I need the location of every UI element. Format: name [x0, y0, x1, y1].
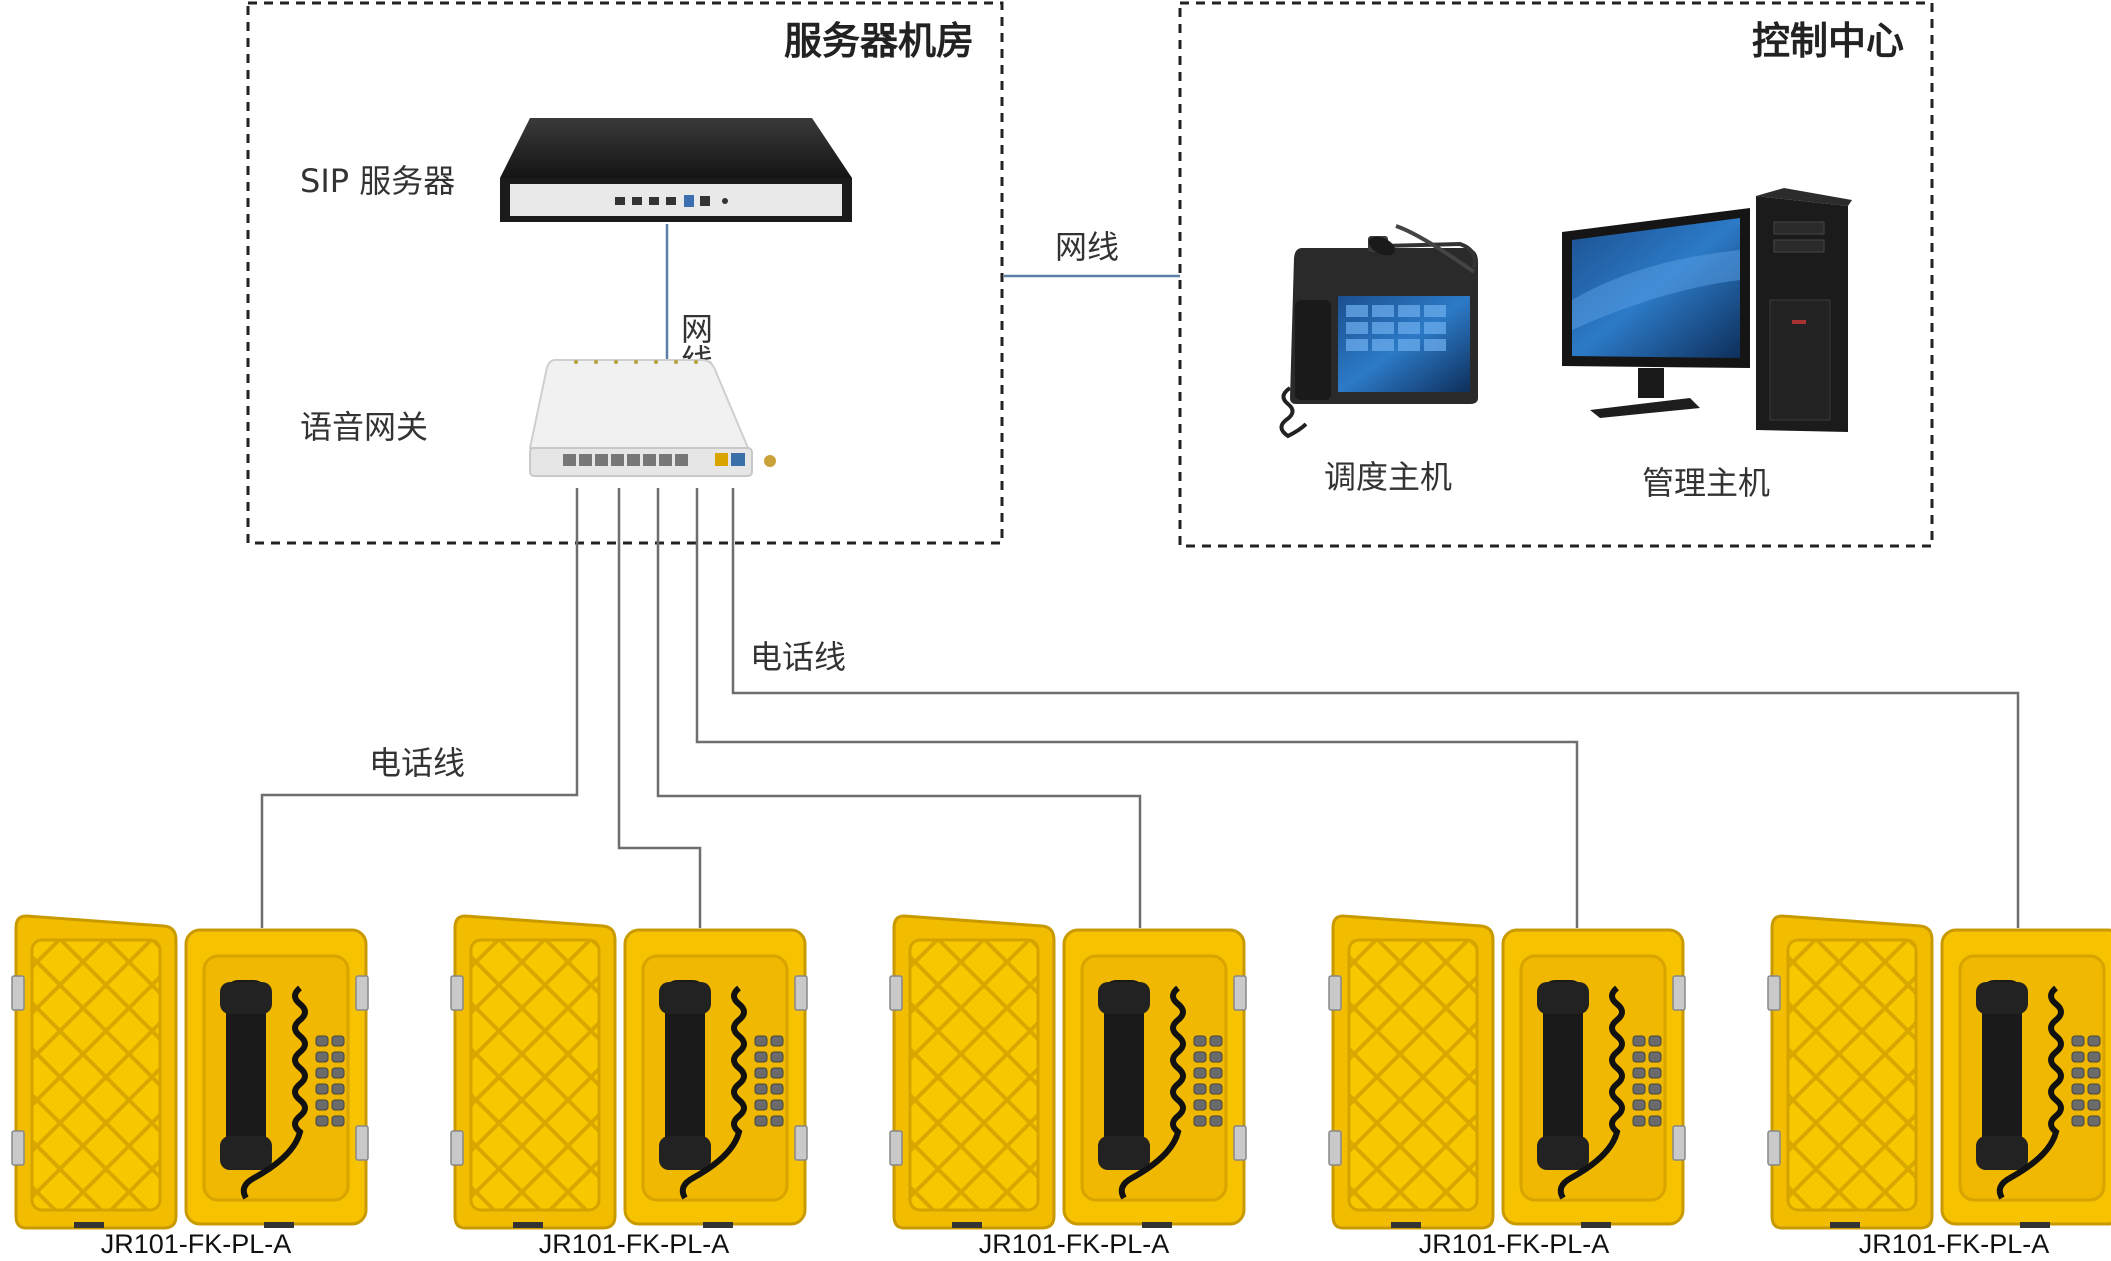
phone-line-label-right: 电话线 — [750, 638, 846, 676]
phone-line-5 — [731, 488, 2020, 928]
industrial-phone-icon — [12, 916, 368, 1228]
phone-lines — [260, 488, 2020, 928]
phone-model-label: JR101-FK-PL-A — [101, 1229, 292, 1259]
industrial-phone-icon — [1329, 916, 1685, 1228]
phone-model-label: JR101-FK-PL-A — [1419, 1229, 1610, 1259]
industrial-phone-icon — [451, 916, 807, 1228]
voice-gateway-label: 语音网关 — [300, 408, 428, 446]
phone-unit-4: JR101-FK-PL-A — [1329, 916, 1685, 1259]
phone-line-label-left: 电话线 — [369, 744, 465, 782]
dispatch-host-label: 调度主机 — [1324, 458, 1452, 496]
sip-server-label: SIP 服务器 — [300, 162, 455, 200]
phone-line-2 — [617, 488, 702, 928]
server-room-title: 服务器机房 — [784, 19, 974, 63]
rack-server-icon — [500, 118, 852, 222]
phone-unit-1: JR101-FK-PL-A — [12, 916, 368, 1259]
net-cable-to-control-label: 网线 — [1055, 228, 1119, 266]
phone-model-label: JR101-FK-PL-A — [539, 1229, 730, 1259]
control-center-box — [1178, 1, 1934, 548]
phone-unit-2: JR101-FK-PL-A — [451, 916, 807, 1259]
control-center-title: 控制中心 — [1752, 19, 1904, 63]
dispatch-console-icon — [1279, 224, 1478, 439]
industrial-phone-icon — [1768, 916, 2111, 1228]
phone-unit-5: JR101-FK-PL-A — [1768, 916, 2111, 1259]
gateway-icon — [528, 359, 776, 477]
industrial-phone-icon — [890, 916, 1246, 1228]
phone-model-label: JR101-FK-PL-A — [1859, 1229, 2050, 1259]
phone-model-label: JR101-FK-PL-A — [979, 1229, 1170, 1259]
phone-line-4 — [695, 488, 1579, 928]
server-room-box — [246, 1, 1004, 545]
management-host-label: 管理主机 — [1642, 464, 1770, 502]
phone-unit-3: JR101-FK-PL-A — [890, 916, 1246, 1259]
desktop-computer-icon — [1562, 188, 1852, 432]
phone-line-1 — [260, 488, 579, 928]
phone-line-3 — [656, 488, 1142, 928]
